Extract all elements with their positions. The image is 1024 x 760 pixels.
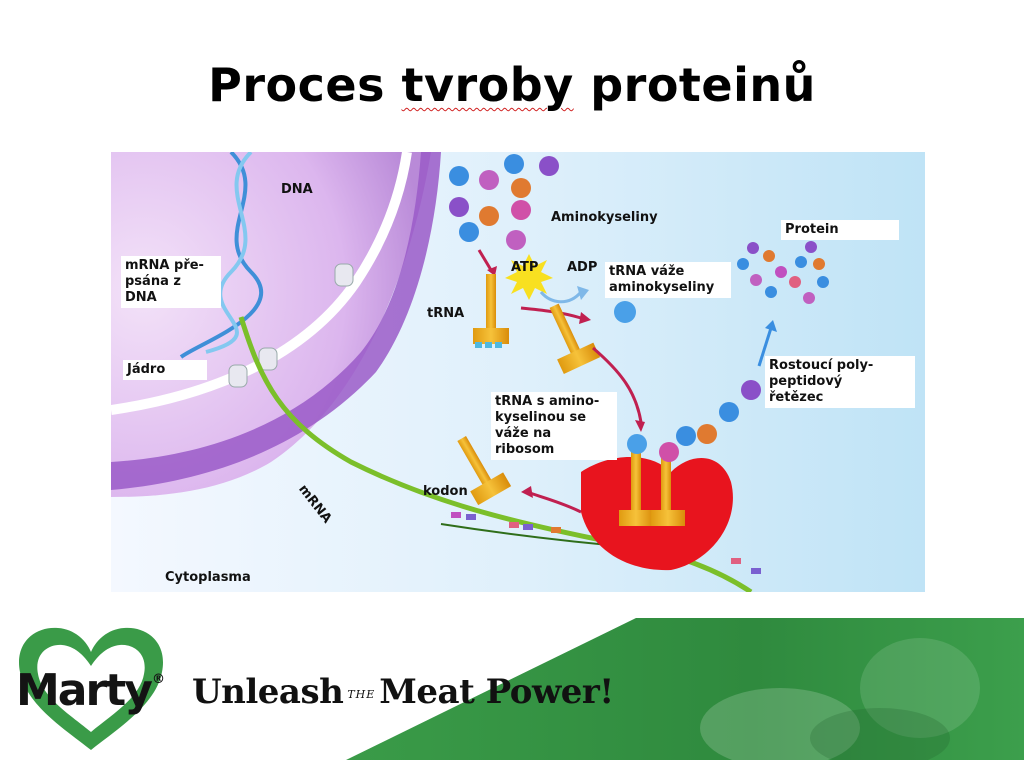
trna-free bbox=[473, 274, 509, 348]
slide-title: Proces tvroby proteinů bbox=[0, 58, 1024, 112]
nuclear-pore-2 bbox=[258, 347, 278, 371]
label-trna-ribosome-line3: váže na bbox=[495, 426, 552, 441]
brand-name: Marty bbox=[16, 665, 153, 716]
label-trna-ribosome-line1: tRNA s amino- bbox=[495, 394, 600, 409]
title-text-misspelled: tvroby bbox=[401, 58, 574, 112]
branding-footer bbox=[0, 618, 1024, 760]
label-trna-ribosome: tRNA s amino- kyselinou se váže na ribos… bbox=[491, 392, 617, 460]
label-growing-chain-line3: řetězec bbox=[769, 390, 824, 405]
label-growing-chain: Rostoucí poly- peptidový řetězec bbox=[765, 356, 915, 408]
nuclear-pore-1 bbox=[334, 263, 354, 287]
heart-logo-icon bbox=[18, 627, 164, 750]
label-amino-acids: Aminokyseliny bbox=[551, 210, 658, 225]
label-dna: DNA bbox=[281, 182, 313, 197]
label-trna-ribosome-line2: kyselinou se bbox=[495, 410, 587, 425]
label-protein: Protein bbox=[781, 220, 899, 240]
title-text-3: proteinů bbox=[573, 58, 816, 112]
label-nucleus: Jádro bbox=[123, 360, 207, 380]
label-trna-binds-line2: aminokyseliny bbox=[609, 280, 715, 295]
label-codon: kodon bbox=[423, 484, 468, 499]
membrane-line bbox=[111, 152, 412, 415]
label-mrna-transcribed-line1: mRNA pře- bbox=[125, 258, 204, 273]
protein-synthesis-diagram: DNA mRNA pře- psána z DNA Jádro Aminokys… bbox=[111, 152, 925, 592]
slogan-left: Unleash bbox=[192, 672, 344, 712]
dna-strand-2 bbox=[205, 152, 253, 354]
registered-mark: ® bbox=[152, 672, 165, 687]
amino-acid-pool bbox=[449, 154, 559, 250]
label-atp: ATP bbox=[511, 260, 539, 275]
protein-fold bbox=[737, 241, 829, 304]
label-mrna-transcribed-line2: psána z bbox=[125, 274, 181, 289]
nucleus-region bbox=[111, 152, 431, 497]
label-trna-binds-line1: tRNA váže bbox=[609, 264, 685, 279]
label-mrna-transcribed-line3: DNA bbox=[125, 290, 157, 305]
trna-leaving bbox=[457, 436, 512, 506]
slogan-right: Meat Power! bbox=[379, 672, 614, 712]
title-text-1: Proces bbox=[208, 58, 402, 112]
slogan-the: THE bbox=[347, 687, 376, 701]
label-adp: ADP bbox=[567, 260, 598, 275]
label-trna-ribosome-line4: ribosom bbox=[495, 442, 555, 457]
growing-chain bbox=[627, 380, 761, 462]
label-mrna-transcribed: mRNA pře- psána z DNA bbox=[121, 256, 221, 308]
atp-burst bbox=[505, 254, 553, 300]
label-growing-chain-line2: peptidový bbox=[769, 374, 843, 389]
label-trna-binds: tRNA váže aminokyseliny bbox=[605, 262, 731, 298]
footer-background bbox=[346, 618, 1024, 760]
label-trna: tRNA bbox=[427, 306, 465, 321]
trna-on-ribosome bbox=[619, 452, 685, 526]
nuclear-pore-3 bbox=[228, 364, 248, 388]
nuclear-envelope bbox=[111, 152, 441, 490]
trna-charged bbox=[549, 303, 601, 375]
label-growing-chain-line1: Rostoucí poly- bbox=[769, 358, 874, 373]
dna-strand-1 bbox=[179, 152, 263, 359]
label-cytoplasm: Cytoplasma bbox=[165, 570, 251, 585]
